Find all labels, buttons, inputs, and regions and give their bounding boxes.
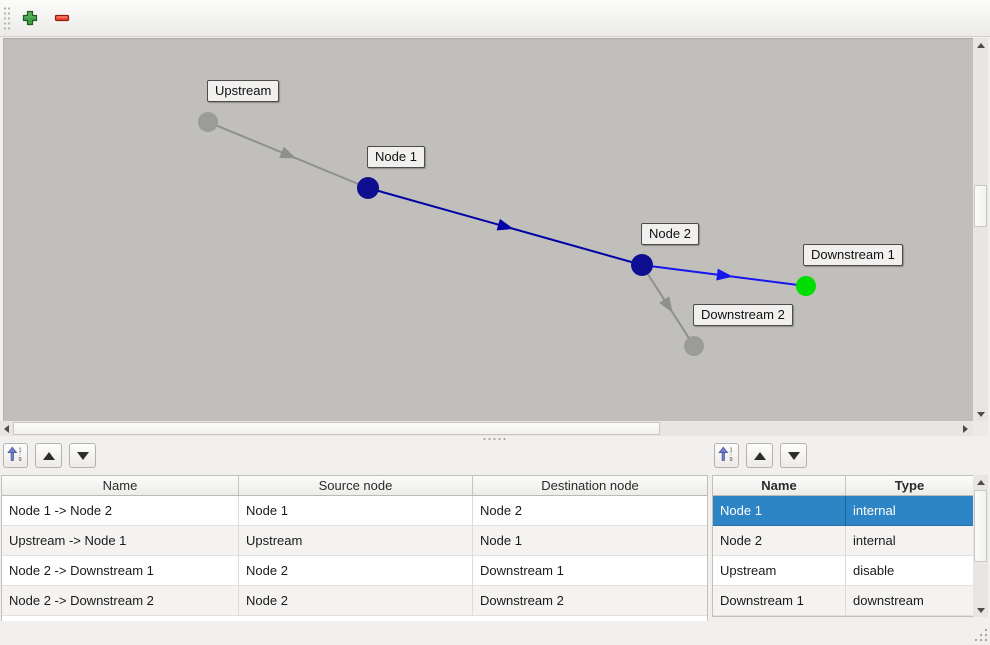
horizontal-scrollbar-thumb[interactable] bbox=[13, 422, 660, 435]
edge-arrowhead-icon bbox=[496, 218, 514, 231]
move-node-up-button[interactable] bbox=[746, 443, 773, 468]
cell-type: disable bbox=[846, 556, 973, 586]
cell-name: Upstream bbox=[713, 556, 846, 586]
paned-splitter-handle[interactable] bbox=[482, 437, 508, 441]
node-label-upstream[interactable]: Upstream bbox=[207, 80, 280, 102]
nodes-scrollbar-thumb[interactable] bbox=[974, 490, 987, 562]
node-label-downstream1[interactable]: Downstream 1 bbox=[803, 244, 903, 266]
column-header-destination-node[interactable]: Destination node bbox=[541, 478, 639, 493]
move-edge-down-button[interactable] bbox=[69, 443, 96, 468]
down-triangle-icon bbox=[976, 411, 985, 417]
edge-arrowhead-icon bbox=[659, 296, 673, 314]
cell-type: internal bbox=[846, 496, 973, 526]
column-header-name[interactable]: Name bbox=[713, 476, 846, 495]
scroll-up-button[interactable] bbox=[973, 475, 988, 489]
graph-node-downstream2[interactable] bbox=[684, 336, 704, 356]
node-label-node2[interactable]: Node 2 bbox=[641, 223, 699, 245]
sort-nodes-button[interactable]: 1 9 bbox=[714, 443, 739, 468]
edges-table: Name Source node Destination node Node 1… bbox=[1, 475, 708, 621]
scroll-down-button[interactable] bbox=[973, 603, 988, 617]
canvas-horizontal-scrollbar[interactable] bbox=[0, 421, 973, 436]
cell-name: Downstream 1 bbox=[713, 586, 846, 616]
down-arrow-icon bbox=[787, 451, 800, 460]
svg-text:9: 9 bbox=[730, 457, 733, 463]
left-triangle-icon bbox=[4, 424, 9, 433]
edges-table-empty-area bbox=[2, 616, 707, 621]
down-arrow-icon bbox=[76, 451, 89, 460]
cell-source-node: Node 2 bbox=[239, 586, 473, 616]
node-label-node1[interactable]: Node 1 bbox=[367, 146, 425, 168]
column-header-type[interactable]: Type bbox=[894, 478, 925, 493]
node-label-downstream2[interactable]: Downstream 2 bbox=[693, 304, 793, 326]
svg-text:1: 1 bbox=[730, 447, 733, 453]
cell-destination-node: Node 2 bbox=[473, 496, 707, 526]
scroll-right-button[interactable] bbox=[958, 421, 973, 436]
cell-source-node: Upstream bbox=[239, 526, 473, 556]
edge-arrowhead-icon bbox=[716, 268, 733, 281]
edge-arrowhead-icon bbox=[279, 146, 297, 159]
canvas-vertical-scrollbar[interactable] bbox=[973, 38, 988, 421]
down-triangle-icon bbox=[976, 607, 985, 613]
graph-drawing bbox=[198, 112, 816, 356]
main-toolbar bbox=[0, 0, 990, 37]
add-node-button[interactable] bbox=[17, 6, 43, 32]
graph-node-node1[interactable] bbox=[357, 177, 379, 199]
remove-node-button[interactable] bbox=[49, 6, 75, 32]
nodes-table-header: Name Type bbox=[713, 476, 987, 496]
right-triangle-icon bbox=[963, 424, 968, 433]
up-arrow-icon bbox=[42, 451, 55, 460]
cell-name: Node 1 -> Node 2 bbox=[2, 496, 239, 526]
move-node-down-button[interactable] bbox=[780, 443, 807, 468]
cell-type: internal bbox=[846, 526, 973, 556]
scroll-up-button[interactable] bbox=[973, 38, 988, 52]
sort-edges-button[interactable]: 1 9 bbox=[3, 443, 28, 468]
svg-text:9: 9 bbox=[19, 457, 22, 463]
move-edge-up-button[interactable] bbox=[35, 443, 62, 468]
scroll-left-button[interactable] bbox=[0, 421, 13, 436]
cell-source-node: Node 2 bbox=[239, 556, 473, 586]
cell-name: Node 2 bbox=[713, 526, 846, 556]
sort-ascending-icon: 1 9 bbox=[718, 446, 735, 466]
cell-destination-node: Downstream 1 bbox=[473, 556, 707, 586]
sort-ascending-icon: 1 9 bbox=[7, 446, 24, 466]
toolbar-grip[interactable] bbox=[3, 6, 11, 31]
up-triangle-icon bbox=[976, 479, 985, 485]
edges-table-header: Name Source node Destination node bbox=[2, 476, 707, 496]
graph-node-downstream1[interactable] bbox=[796, 276, 816, 296]
up-triangle-icon bbox=[976, 42, 985, 48]
up-arrow-icon bbox=[753, 451, 766, 460]
cell-destination-node: Node 1 bbox=[473, 526, 707, 556]
graph-node-upstream[interactable] bbox=[198, 112, 218, 132]
graph-node-node2[interactable] bbox=[631, 254, 653, 276]
cell-name: Node 1 bbox=[713, 496, 846, 526]
plus-icon bbox=[21, 9, 39, 30]
scroll-down-button[interactable] bbox=[973, 407, 988, 421]
window-resize-grip[interactable] bbox=[974, 628, 988, 642]
cell-name: Node 2 -> Downstream 2 bbox=[2, 586, 239, 616]
cell-type: downstream bbox=[846, 586, 973, 616]
cell-name: Node 2 -> Downstream 1 bbox=[2, 556, 239, 586]
cell-name: Upstream -> Node 1 bbox=[2, 526, 239, 556]
nodes-table-scrollbar[interactable] bbox=[973, 475, 988, 617]
scrollbar-corner bbox=[973, 421, 988, 436]
cell-destination-node: Downstream 2 bbox=[473, 586, 707, 616]
cell-source-node: Node 1 bbox=[239, 496, 473, 526]
minus-icon bbox=[53, 9, 71, 30]
column-header-source-node[interactable]: Source node bbox=[239, 476, 473, 495]
svg-text:1: 1 bbox=[19, 447, 22, 453]
vertical-scrollbar-thumb[interactable] bbox=[974, 185, 987, 227]
column-header-name[interactable]: Name bbox=[2, 476, 239, 495]
